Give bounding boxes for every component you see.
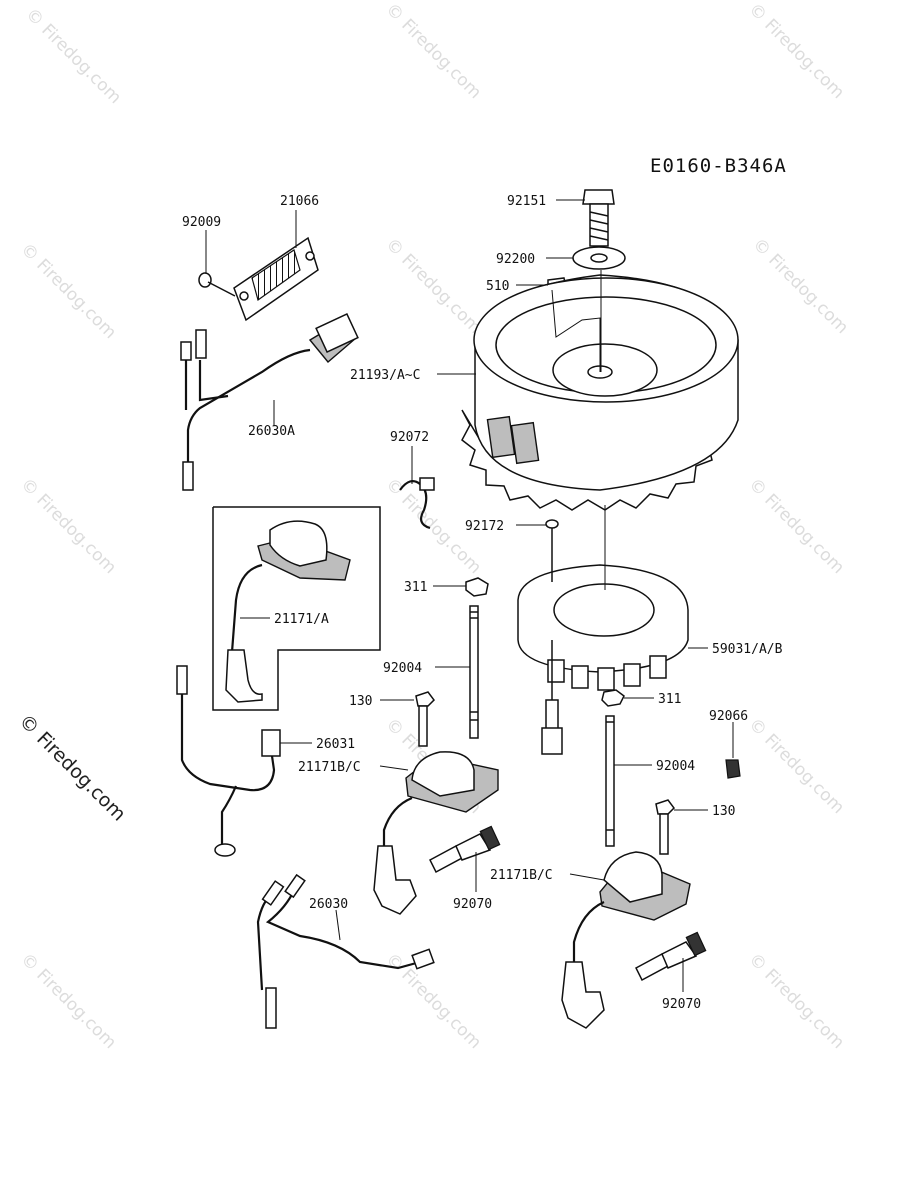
watermark: © Firedog.com — [16, 949, 120, 1053]
watermark: © Firedog.com — [21, 4, 125, 108]
label-26030: 26030 — [309, 897, 348, 912]
label-21171BC-right: 21171B/C — [490, 868, 553, 883]
label-92004-right: 92004 — [656, 759, 695, 774]
nut-311-right — [601, 689, 625, 707]
screw-92172 — [545, 519, 559, 582]
label-92172: 92172 — [465, 519, 504, 534]
washer-92200 — [572, 246, 626, 270]
label-510: 510 — [486, 279, 509, 294]
watermark: © Firedog.com — [381, 0, 485, 103]
bolt-92151 — [582, 189, 615, 247]
stud-92004-left — [469, 605, 479, 739]
stator-59031 — [517, 564, 689, 755]
label-92009: 92009 — [182, 215, 221, 230]
nut-92066 — [725, 759, 741, 779]
watermark: © Firedog.com — [381, 234, 485, 338]
coil-21171A-group — [212, 506, 381, 711]
coil-21171BC-right — [561, 851, 691, 1029]
coil-21171BC-left — [373, 751, 499, 915]
bolt-130-right — [655, 799, 675, 855]
spark-plug-92070-left — [429, 825, 501, 874]
label-21066: 21066 — [280, 194, 319, 209]
label-92151: 92151 — [507, 194, 546, 209]
stud-92004-right — [605, 715, 615, 847]
watermark: © Firedog.com — [744, 949, 848, 1053]
label-21193: 21193/A~C — [350, 368, 420, 383]
harness-26030 — [256, 873, 435, 1029]
watermark: © Firedog.com — [16, 239, 120, 343]
label-92072: 92072 — [390, 430, 429, 445]
part-labels: 92151 92200 510 21066 92009 21193/A~C 26… — [182, 194, 783, 1012]
leader-lines — [205, 199, 734, 992]
bolt-130-left — [415, 691, 435, 747]
flywheel-21193 — [461, 274, 739, 511]
screw-92009 — [198, 272, 236, 297]
label-311-right: 311 — [658, 692, 681, 707]
label-92070-left: 92070 — [453, 897, 492, 912]
label-92200: 92200 — [496, 252, 535, 267]
label-130-left: 130 — [349, 694, 372, 709]
diagram-code: E0160-B346A — [650, 155, 787, 177]
label-92004-left: 92004 — [383, 661, 422, 676]
watermark: © Firedog.com — [744, 714, 848, 818]
label-21171A: 21171/A — [274, 612, 329, 627]
watermark: © Firedog.com — [16, 474, 120, 578]
watermark: © Firedog.com — [744, 474, 848, 578]
label-59031: 59031/A/B — [712, 642, 783, 657]
regulator-21066 — [233, 236, 319, 322]
label-92070-right: 92070 — [662, 997, 701, 1012]
clamp-92072 — [399, 477, 435, 530]
label-21171BC-left: 21171B/C — [298, 760, 361, 775]
side-watermark: © Firedog.com — [14, 710, 129, 825]
nut-311-top — [465, 577, 489, 597]
watermark: © Firedog.com — [748, 234, 852, 338]
label-92066: 92066 — [709, 709, 748, 724]
label-311-top: 311 — [404, 580, 427, 595]
label-26030A: 26030A — [248, 424, 295, 439]
harness-26030A — [180, 313, 359, 491]
ground-wire-26031 — [176, 665, 281, 857]
label-26031: 26031 — [316, 737, 355, 752]
label-130-right: 130 — [712, 804, 735, 819]
spark-plug-92070-right — [635, 931, 707, 982]
watermark: © Firedog.com — [744, 0, 848, 103]
watermark: © Firedog.com — [381, 949, 485, 1053]
